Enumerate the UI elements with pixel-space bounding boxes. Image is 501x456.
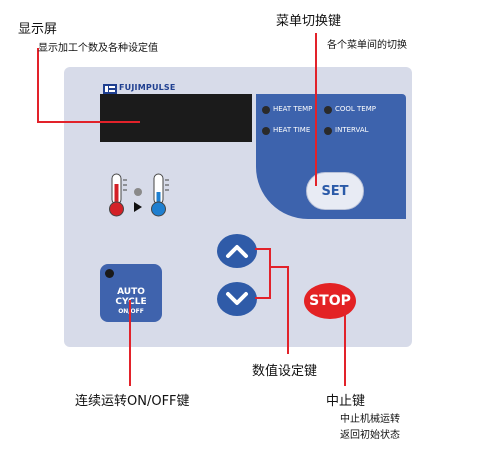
down-button[interactable] <box>217 282 257 316</box>
callout-display-desc: 显示加工个数及各种设定值 <box>38 43 158 54</box>
indicator-label-cool-temp: COOL TEMP <box>335 105 376 113</box>
thermometer-hot-cold-icon <box>109 173 169 217</box>
callout-set-desc: 各个菜单间的切换 <box>327 40 407 51</box>
indicator-label-heat-temp: HEAT TEMP <box>273 105 313 113</box>
up-button[interactable] <box>217 234 257 268</box>
callout-display-title: 显示屏 <box>18 22 58 37</box>
indicator-dot-cool-temp <box>324 106 332 114</box>
callout-autocycle-title: 连续运转ON/OFF键 <box>75 394 190 409</box>
callout-value-title: 数值设定键 <box>252 364 318 379</box>
callout-stop-title: 中止键 <box>326 394 366 409</box>
indicator-dot-interval <box>324 127 332 135</box>
callout-stop-desc-1: 中止机械运转 <box>340 414 400 425</box>
callout-set-title: 菜单切换键 <box>276 14 342 29</box>
indicator-label-heat-time: HEAT TIME <box>273 126 311 134</box>
callout-stop-desc-2: 返回初始状态 <box>340 430 400 441</box>
indicator-label-interval: INTERVAL <box>335 126 369 134</box>
stop-button[interactable]: STOP <box>304 283 356 319</box>
brand-logo: FUJIMPULSE <box>119 83 176 92</box>
chevron-down-icon <box>226 292 248 305</box>
auto-label-line1: AUTO <box>117 287 145 297</box>
fuji-logo-icon <box>103 84 117 94</box>
chevron-up-icon <box>226 245 248 258</box>
indicator-dot-heat-time <box>262 127 270 135</box>
display-screen <box>100 94 252 142</box>
indicator-dot-heat-temp <box>262 106 270 114</box>
auto-cycle-indicator <box>105 269 114 278</box>
